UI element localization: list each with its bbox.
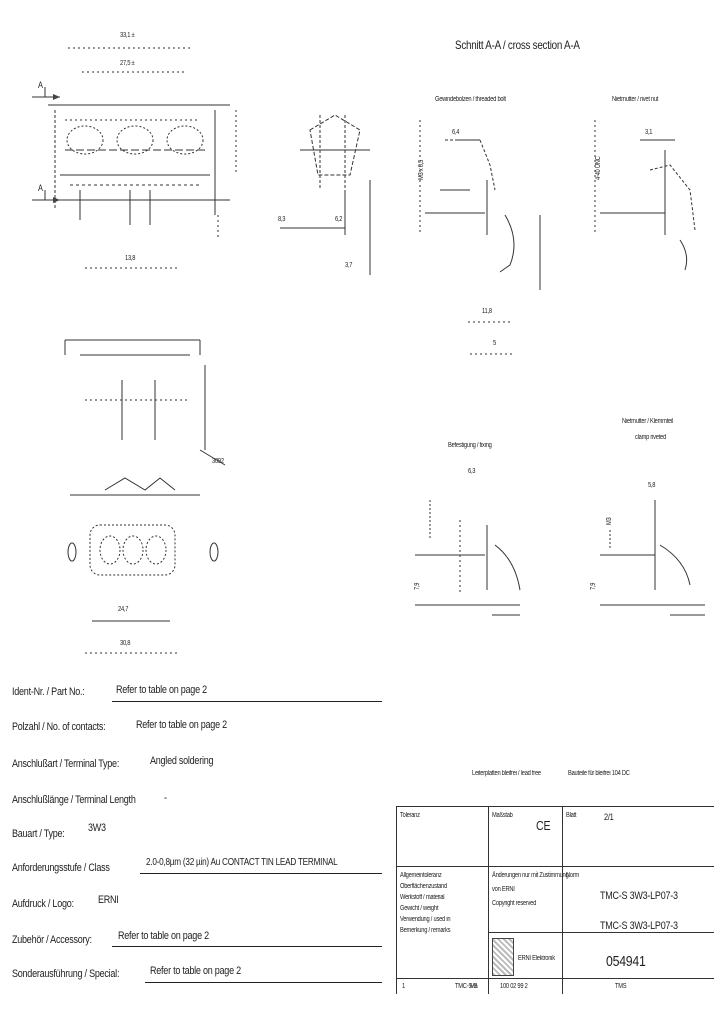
section-marker-bottom: A <box>38 183 43 193</box>
dim-4-40: 4-40 UNC <box>595 156 602 180</box>
company-logo <box>492 938 514 976</box>
field-value-terminal-length: - <box>164 792 167 804</box>
dim-7-9-left: 7,9 <box>414 582 421 590</box>
field-label-terminal-type: Anschlußart / Terminal Type: <box>12 758 120 770</box>
dim-30-8: 30,8 <box>120 640 131 647</box>
field-label-part-no: Ident-Nr. / Part No.: <box>12 686 85 698</box>
dim-m3: M3 <box>606 517 613 525</box>
threaded-bolt-title: Gewindebolzen / threaded bolt <box>435 96 506 103</box>
section-marker-top: A <box>38 80 43 90</box>
field-value-class: 2.0-0,8µm (32 µin) Au CONTACT TIN LEAD T… <box>146 857 338 868</box>
tb-mid-note-1: von ERNI <box>492 886 515 893</box>
dim-6-2: 6,2 <box>335 216 343 223</box>
tb-toleranz: Toleranz <box>400 812 420 819</box>
dim-5-8: 5,8 <box>648 482 656 489</box>
dim-3092: 3092 <box>212 458 224 465</box>
field-value-type: 3W3 <box>88 822 106 834</box>
dim-3-1: 3,1 <box>645 129 653 136</box>
tb-footer-left: 1 <box>402 983 405 990</box>
field-label-type: Bauart / Type: <box>12 828 65 840</box>
fixing-title: Befestigung / fixing <box>448 442 492 449</box>
tb-mid-note-0: Änderungen nur mit Zustimmung <box>492 872 569 879</box>
field-value-part-no: Refer to table on page 2 <box>116 684 207 696</box>
rivet-nut-title: Nietmutter / rivet nut <box>612 96 659 103</box>
tb-part-name-1: TMC-S 3W3-LP07-3 <box>600 890 678 902</box>
tb-norm-label: Norm <box>566 872 580 879</box>
dim-33-1: 33,1 ± <box>120 32 135 39</box>
field-value-contacts: Refer to table on page 2 <box>136 719 227 731</box>
dim-5: 5 <box>493 340 496 347</box>
field-value-logo: ERNI <box>98 894 119 906</box>
tb-row-line <box>396 866 714 867</box>
field-label-class: Anforderungsstufe / Class <box>12 862 110 874</box>
field-value-special: Refer to table on page 2 <box>150 965 241 977</box>
clamp-title-1: Nietmutter / Klemmteil <box>622 418 674 425</box>
dim-m3-x05: M3 x 0,5 <box>418 159 425 180</box>
clamp-title-2: clamp riveted <box>635 434 666 441</box>
section-title: Schnitt A-A / cross section A-A <box>455 38 580 52</box>
dim-27-5: 27,5 ± <box>120 60 135 67</box>
field-line <box>140 873 382 874</box>
field-label-special: Sonderausführung / Special: <box>12 968 120 980</box>
tb-col-line <box>562 806 563 994</box>
dim-6-3: 6,3 <box>468 468 476 475</box>
tb-col-line <box>488 806 489 994</box>
tb-note-0: Allgemeintoleranz <box>400 872 442 879</box>
tb-note-3: Gewicht / weight <box>400 905 439 912</box>
dim-7-9-right: 7,9 <box>590 582 597 590</box>
tb-blatt-value: 2/1 <box>604 812 614 822</box>
field-line <box>112 946 382 947</box>
tb-masstab: Maßstab <box>492 812 513 819</box>
tb-ce-mark: CE <box>536 818 551 833</box>
dim-13-8: 13,8 <box>125 255 136 262</box>
field-value-terminal-type: Angled soldering <box>150 755 214 767</box>
tb-note-5: Bemerkung / remarks <box>400 927 451 934</box>
dim-24-7: 24,7 <box>118 606 129 613</box>
dim-8-3: 8,3 <box>278 216 286 223</box>
tb-blatt: Blatt <box>566 812 577 819</box>
tb-border-left <box>396 806 397 994</box>
field-label-logo: Aufdruck / Logo: <box>12 898 74 910</box>
dim-6-4: 6,4 <box>452 129 460 136</box>
dim-3-7: 3,7 <box>345 262 353 269</box>
field-line <box>145 982 382 983</box>
tb-mid-note-2: Copyright reserved <box>492 900 537 907</box>
field-label-terminal-length: Anschlußlänge / Terminal Length <box>12 794 136 806</box>
component-temp-note: Bauteile für bleifrei 104 DC <box>568 770 630 777</box>
tb-footer-mid: TMC-S-S <box>455 983 478 990</box>
tb-border-top <box>396 806 714 807</box>
tb-row-line <box>488 932 714 933</box>
tb-company: ERNI Elektronik <box>518 955 555 962</box>
tb-note-4: Verwendung / used in <box>400 916 451 923</box>
tb-drawing-number: 054941 <box>606 953 646 970</box>
field-label-accessory: Zubehör / Accessory: <box>12 934 92 946</box>
tb-footer-right: TMS <box>615 983 627 990</box>
tb-part-name-2: TMC-S 3W3-LP07-3 <box>600 920 678 932</box>
field-label-contacts: Polzahl / No. of contacts: <box>12 721 106 733</box>
lead-free-note: Leiterplatten bleifrei / lead free <box>472 770 541 777</box>
dim-11-8: 11,8 <box>482 308 492 315</box>
tb-note-2: Werkstoff / material <box>400 894 445 901</box>
tb-row-line <box>396 978 714 979</box>
tb-author: Ma <box>470 983 478 990</box>
field-line <box>112 701 382 702</box>
tb-footer-code: 100 02 99 2 <box>500 983 528 990</box>
tb-note-1: Oberflächenzustand <box>400 883 447 890</box>
field-value-accessory: Refer to table on page 2 <box>118 930 209 942</box>
